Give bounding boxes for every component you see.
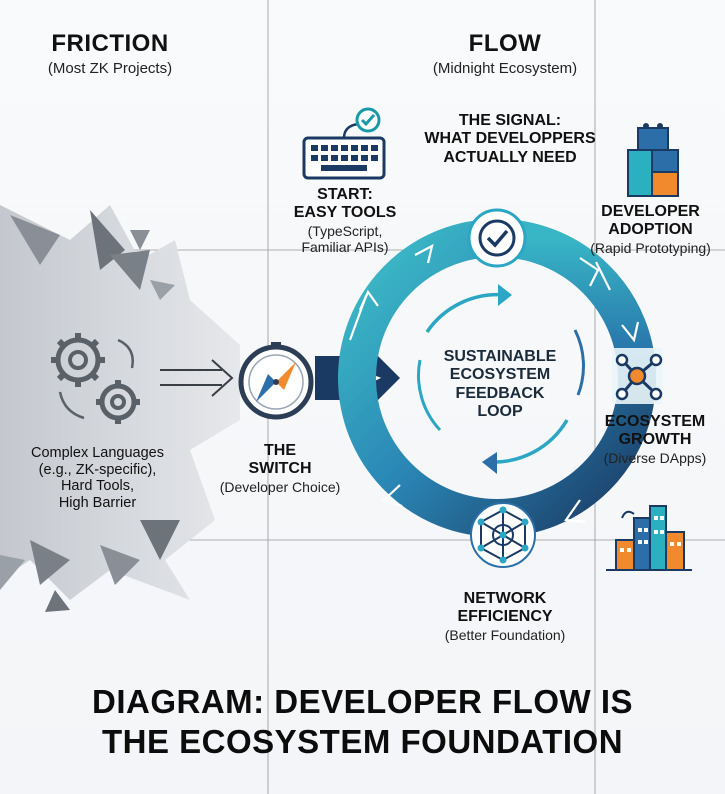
inner-loop: [417, 284, 585, 474]
network-line-2: EFFICIENCY: [457, 608, 553, 626]
switch-sub: (Developer Choice): [219, 478, 341, 495]
keyboard-icon: [302, 107, 386, 180]
start-sub: (TypeScript,: [307, 222, 383, 239]
friction-arrow: [160, 359, 234, 397]
start-title-2: EASY TOOLS: [293, 204, 397, 222]
friction-desc-line-1: Complex Languages: [30, 445, 164, 461]
switch-label: THE SWITCH (Developer Choice): [200, 442, 360, 495]
growth-line-2: GROWTH: [618, 431, 692, 449]
center-line-2: ECOSYSTEM: [449, 366, 551, 384]
compass-icon: [238, 342, 314, 420]
friction-shards: [0, 205, 240, 612]
flow-title: FLOW: [468, 30, 542, 57]
signal-line-3: ACTUALLY NEED: [443, 148, 577, 166]
start-title: START:: [317, 186, 373, 203]
start-label: START: EASY TOOLS (TypeScript, Familiar …: [280, 186, 410, 255]
friction-desc-line-2: (e.g., ZK-specific),: [38, 461, 157, 478]
network-line-1: NETWORK: [463, 590, 547, 607]
network-node-icon: [612, 348, 663, 404]
mesh-icon: [470, 502, 536, 568]
adoption-sub: (Rapid Prototyping): [590, 239, 711, 256]
footer-line-1: DIAGRAM: DEVELOPER FLOW IS: [92, 683, 633, 720]
friction-subtitle: (Most ZK Projects): [47, 60, 173, 77]
adoption-label: DEVELOPER ADOPTION (Rapid Prototyping): [578, 203, 723, 256]
growth-sub: (Diverse DApps): [603, 449, 707, 466]
city-icon: [606, 505, 692, 571]
check-icon: [467, 208, 527, 268]
adoption-line-1: DEVELOPER: [601, 203, 700, 220]
friction-desc-line-3: Hard Tools,: [60, 478, 135, 495]
center-label: SUSTAINABLE ECOSYSTEM FEEDBACK LOOP: [420, 348, 580, 422]
growth-line-1: ECOSYSTEM: [604, 413, 706, 430]
switch-title: THE: [264, 442, 296, 459]
adoption-line-2: ADOPTION: [608, 221, 693, 239]
gears-icon: [51, 333, 140, 424]
blocks-icon: [627, 123, 679, 197]
switch-title-2: SWITCH: [248, 460, 312, 478]
center-line-3: FEEDBACK: [455, 384, 545, 402]
growth-label: ECOSYSTEM GROWTH (Diverse DApps): [590, 413, 720, 466]
friction-description: Complex Languages (e.g., ZK-specific), H…: [5, 445, 190, 512]
center-line-4: LOOP: [477, 403, 523, 421]
signal-line-1: THE SIGNAL:: [458, 112, 562, 129]
network-sub: (Better Foundation): [444, 626, 566, 643]
friction-desc-line-4: High Barrier: [58, 495, 137, 512]
signal-label: THE SIGNAL: WHAT DEVELOPPERS ACTUALLY NE…: [400, 112, 620, 167]
network-label: NETWORK EFFICIENCY (Better Foundation): [420, 590, 590, 643]
start-sub-2: Familiar APIs): [301, 238, 389, 255]
footer-line-2: THE ECOSYSTEM FOUNDATION: [101, 722, 624, 760]
friction-title: FRICTION: [51, 30, 169, 57]
center-line-1: SUSTAINABLE: [443, 348, 557, 365]
footer-title: DIAGRAM: DEVELOPER FLOW IS THE ECOSYSTEM…: [0, 682, 725, 761]
signal-line-2: WHAT DEVELOPPERS: [424, 130, 596, 148]
flow-subtitle: (Midnight Ecosystem): [432, 60, 578, 77]
